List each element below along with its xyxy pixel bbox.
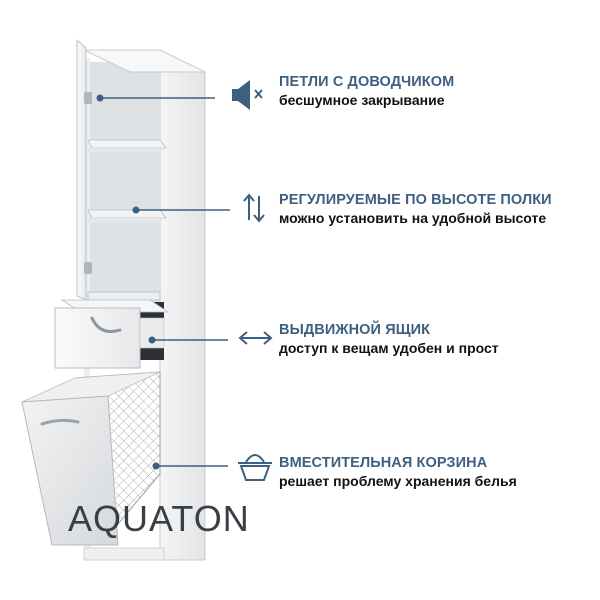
basket-icon <box>238 454 272 481</box>
feature-title: РЕГУЛИРУЕМЫЕ ПО ВЫСОТЕ ПОЛКИ <box>279 192 552 208</box>
door-hinge <box>84 262 92 274</box>
speaker-mute-icon <box>232 80 263 110</box>
laundry-basket <box>21 371 161 546</box>
feature-basket: ВМЕСТИТЕЛЬНАЯ КОРЗИНА решает проблему хр… <box>279 455 597 490</box>
drawer <box>54 299 170 369</box>
open-door <box>76 38 92 301</box>
feature-drawer: ВЫДВИЖНОЙ ЯЩИК доступ к вещам удобен и п… <box>279 322 597 357</box>
feature-subtitle: решает проблему хранения белья <box>279 473 517 489</box>
brand-logo: AQUATON <box>68 498 250 539</box>
basket-handle <box>40 418 80 426</box>
cabinet-body <box>83 49 206 561</box>
drawer-handle <box>90 316 122 333</box>
feature-soft-close: ПЕТЛИ С ДОВОДЧИКОМ бесшумное закрывание <box>279 74 597 109</box>
door-hinge <box>84 92 92 104</box>
feature-subtitle: можно установить на удобной высоте <box>279 210 547 226</box>
feature-subtitle: доступ к вещам удобен и прост <box>279 340 499 356</box>
feature-subtitle: бесшумное закрывание <box>279 92 445 108</box>
feature-title: ВМЕСТИТЕЛЬНАЯ КОРЗИНА <box>279 455 488 471</box>
feature-title: ВЫДВИЖНОЙ ЯЩИК <box>279 322 431 338</box>
up-down-arrows-icon <box>243 193 265 223</box>
feature-adjustable-shelves: РЕГУЛИРУЕМЫЕ ПО ВЫСОТЕ ПОЛКИ можно устан… <box>279 192 597 227</box>
feature-title: ПЕТЛИ С ДОВОДЧИКОМ <box>279 74 455 90</box>
shelves <box>87 139 167 301</box>
callout-lines <box>96 94 230 470</box>
left-right-arrow-icon <box>238 331 273 345</box>
